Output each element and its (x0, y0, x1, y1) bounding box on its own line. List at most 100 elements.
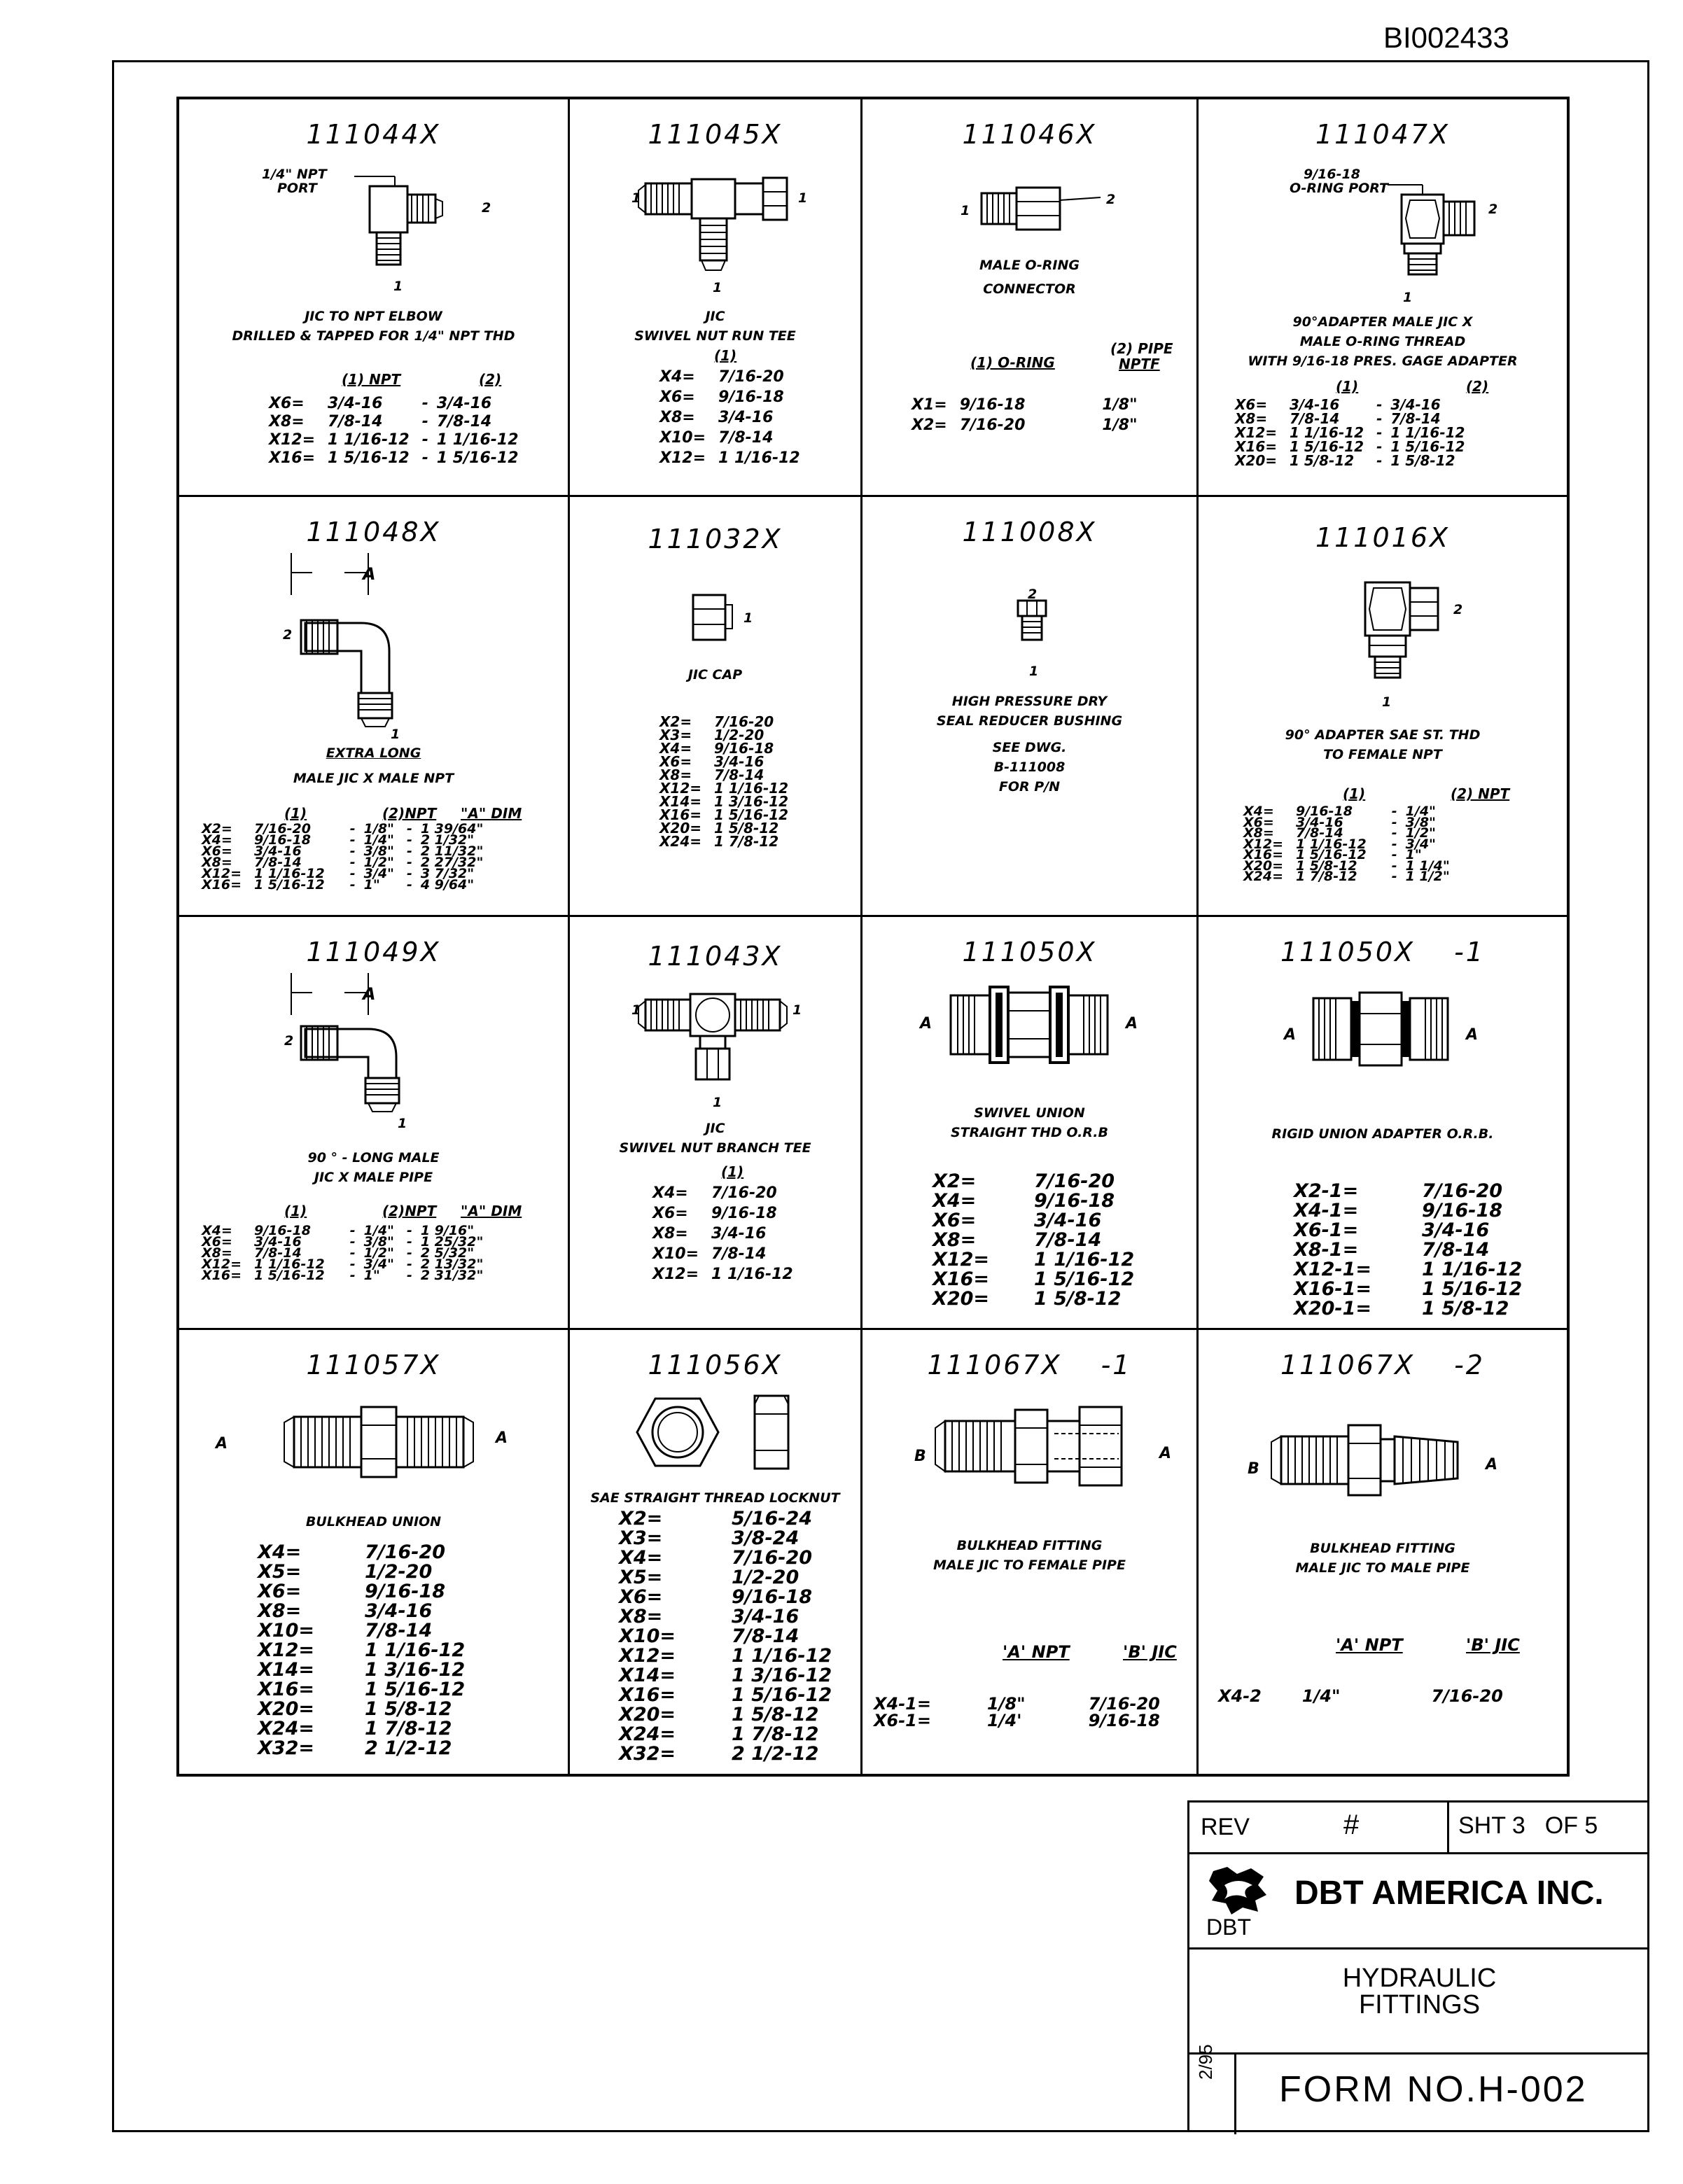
bulkhead-fitting-male-drawing (1271, 1424, 1459, 1497)
table-row: X8=7/8-14-7/8-14 (269, 413, 492, 430)
table-row: X6=3/4-16-3/8"-2 11/32" (202, 844, 484, 859)
table-row: X4=9/16-18 (933, 1190, 1115, 1212)
table-row: X16=1 5/16-12-1 5/16-12 (269, 449, 519, 467)
end-a-right: A (1126, 1015, 1138, 1032)
table-row: X16=1 5/16-12 (933, 1268, 1135, 1290)
table-row: X6=9/16-18 (619, 1586, 813, 1608)
elbow-fitting-drawing (354, 176, 443, 266)
size-table: X6=3/4-16-3/4-16 X8=7/8-14-7/8-14 X12=1 … (269, 395, 523, 468)
table-row: X8=3/4-16 (619, 1606, 799, 1628)
long-elbow-drawing (291, 553, 393, 727)
table-row: X12=1 1/16-12-1 1/16-12 (1235, 424, 1465, 441)
table-row: X12=1 1/16-12-3/4"-2 13/32" (202, 1256, 484, 1272)
end-a-left: A (1284, 1026, 1297, 1044)
table-row: X16=1 5/16-12-1"-2 31/32" (202, 1268, 484, 1283)
port-label-line2: PORT (277, 181, 317, 196)
end-a-right: A (1466, 1026, 1479, 1044)
run-tee-drawing (638, 176, 788, 271)
table-row: X4=7/16-20 (619, 1547, 813, 1569)
table-row: X12=1 1/16-12-3/4" (1243, 836, 1436, 852)
callout-1: 1 (391, 727, 400, 742)
table-row: X2=7/16-20 (659, 713, 774, 730)
callout-1-bottom: 1 (713, 280, 722, 295)
long-elbow-90-drawing (291, 973, 400, 1112)
table-row: X10=7/8-14 (652, 1245, 767, 1263)
table-row: X6-1=1/4'9/16-18 (874, 1711, 1160, 1730)
table-row: X6=3/4-16-3/8"-1 25/32" (202, 1234, 484, 1250)
table-row: X8=7/8-14-7/8-14 (1235, 410, 1441, 427)
callout-1: 1 (1029, 664, 1039, 679)
end-a-left: A (216, 1435, 228, 1452)
table-row: X10=7/8-14 (659, 429, 774, 447)
size-table: X4=7/16-20 X5=1/2-20 X6=9/16-18 X8=3/4-1… (258, 1543, 469, 1758)
fitting-cell-111056X: 111056X SAE STRAIGHT THREAD LOCKNUT X2=5… (570, 1330, 863, 1774)
port-label-line2: O-RING PORT (1290, 181, 1389, 196)
end-a-left: A (920, 1015, 933, 1032)
adapter-elbow-drawing (1388, 184, 1476, 276)
table-row: X16=1 5/16-12-1"-4 9/64" (202, 877, 475, 892)
table-row: X2=7/16-20 (933, 1170, 1115, 1192)
rev-value: # (1343, 1809, 1360, 1840)
table-row: X12=1 1/16-12 (652, 1266, 793, 1283)
table-row: X8-1=7/8-14 (1294, 1239, 1490, 1261)
part-number: 111016X (1315, 522, 1451, 553)
part-number: 111057X (306, 1350, 441, 1380)
table-row: X16=1 5/16-12 (619, 1684, 832, 1706)
part-number: 111050X (962, 937, 1097, 967)
table-row: X4-1=9/16-18 (1294, 1200, 1503, 1222)
table-row: X8=3/4-16 (258, 1600, 433, 1622)
fittings-grid: 111044X 1/4" NPT PORT 2 1 JIC TO NPT ELB… (176, 97, 1570, 1777)
callout-1: 1 (743, 610, 753, 626)
branch-tee-drawing (638, 993, 788, 1081)
column-headers: (1) (714, 347, 737, 364)
table-row: X12=1 1/16-12 (659, 780, 789, 797)
end-a-label: A (1486, 1456, 1498, 1474)
part-number: 111044X (306, 119, 441, 150)
table-row: X14=1 3/16-12 (258, 1659, 466, 1681)
column-headers: (1) (2)NPT "A" DIM (284, 1203, 522, 1219)
table-row: X4=9/16-18 (659, 740, 774, 757)
revision-date: 2/95 (1195, 2044, 1216, 2080)
size-table: X2=7/16-20-1/8"-1 39/64" X4=9/16-18-1/4"… (202, 821, 487, 892)
table-row: X4=7/16-20 (659, 368, 784, 386)
document-id: BI002433 (1383, 21, 1509, 54)
column-headers: 'A' NPT 'B' JIC (1336, 1635, 1520, 1655)
reducer-bushing-drawing (1017, 599, 1047, 641)
table-row: X6=3/4-16-3/8" (1243, 814, 1436, 830)
table-row: X24=1 7/8-12 (258, 1718, 452, 1740)
table-row: X16=1 5/16-12-1" (1243, 847, 1422, 862)
male-o-ring-connector-drawing (980, 186, 1101, 231)
table-row: X24=1 7/8-12 (659, 833, 779, 850)
dbt-logo-icon (1209, 1867, 1266, 1914)
part-number: 111047X (1315, 119, 1451, 150)
table-row: X12=1 1/16-12-3/4"-3 7/32" (202, 866, 475, 881)
column-headers: (1) (2) NPT (1343, 785, 1510, 802)
table-row: X12=1 1/16-12 (619, 1645, 832, 1667)
table-row: X12=1 1/16-12-1 1/16-12 (269, 431, 519, 449)
table-row: X6=3/4-16 (933, 1210, 1102, 1231)
table-row: X5=1/2-20 (258, 1561, 433, 1583)
table-row: X8=7/8-14-1/2" (1243, 825, 1436, 841)
form-number: FORM NO.H-002 (1279, 2069, 1588, 2110)
part-number: 111056X (648, 1350, 783, 1380)
company-name: DBT AMERICA INC. (1294, 1875, 1604, 1912)
table-row: X6=3/4-16-3/4-16 (269, 395, 492, 412)
table-row: X2=7/16-20-1/8"-1 39/64" (202, 821, 484, 836)
table-row: X14=1 3/16-12 (659, 793, 789, 810)
callout-2: 2 (283, 627, 293, 643)
rev-label: REV (1201, 1814, 1250, 1840)
